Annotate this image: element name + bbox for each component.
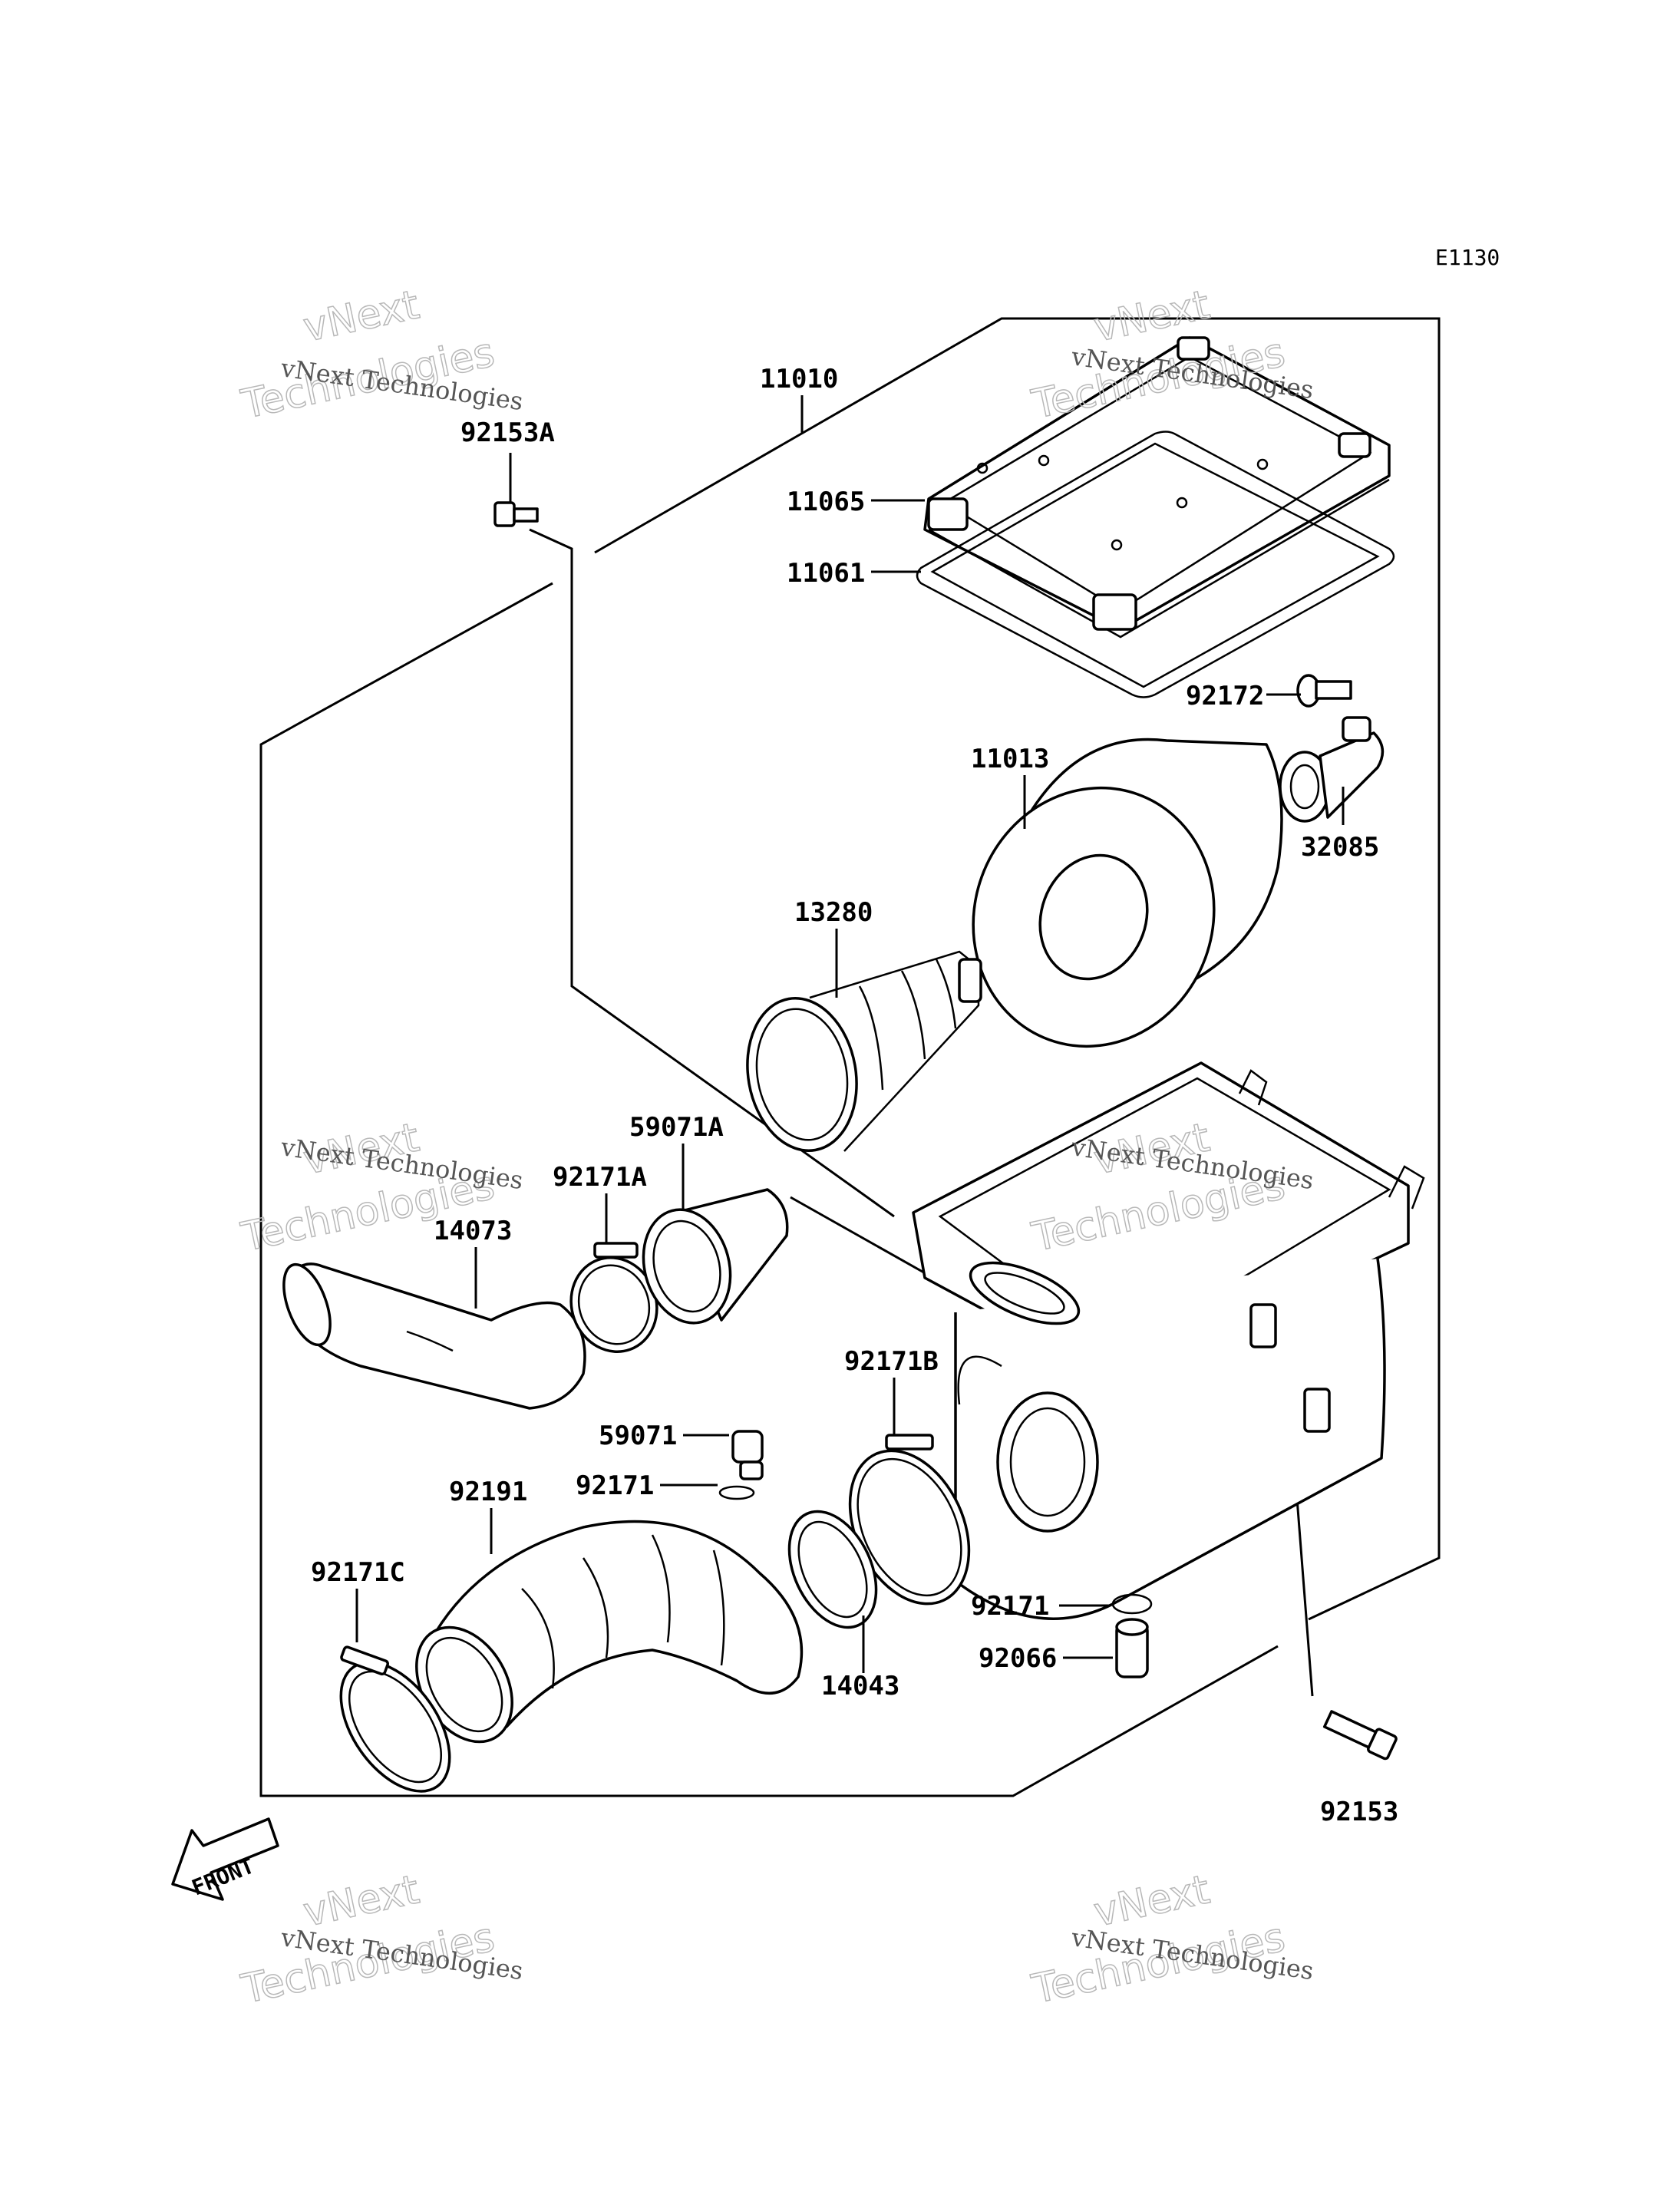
bolt-92153A xyxy=(493,501,539,527)
label-92171-lower: 92171 xyxy=(971,1591,1049,1622)
watermark-top-left: vNext Technologies vNext Technologies xyxy=(237,282,525,429)
leader-92153A xyxy=(529,528,895,1218)
filter-screen-14043 xyxy=(787,1510,878,1629)
front-arrow: FRONT xyxy=(171,1817,279,1901)
label-32085: 32085 xyxy=(1301,832,1379,863)
label-11010: 11010 xyxy=(760,364,838,394)
label-14073: 14073 xyxy=(434,1216,512,1246)
label-92066: 92066 xyxy=(979,1643,1057,1674)
airbox-body xyxy=(912,1061,1425,1620)
intake-duct-92191 xyxy=(415,1520,804,1744)
leader-59071A-box xyxy=(790,1196,941,1283)
clamp-92171C xyxy=(339,1645,451,1793)
breather-32085 xyxy=(1279,716,1385,823)
label-59071: 59071 xyxy=(599,1421,677,1451)
drain-plug-59071 xyxy=(731,1430,764,1480)
watermark-bottom-right: vNext Technologies vNext Technologies xyxy=(1028,1866,1315,2014)
clip-92171-upper xyxy=(718,1485,755,1500)
watermark-bottom-left: vNext Technologies vNext Technologies xyxy=(237,1866,525,2014)
filter-frame xyxy=(746,950,982,1152)
label-92191: 92191 xyxy=(449,1477,527,1507)
diagram-code: E1130 xyxy=(1435,245,1500,270)
clamp-92171B xyxy=(848,1434,971,1606)
label-59071A: 59071A xyxy=(629,1112,724,1143)
label-92172: 92172 xyxy=(1186,681,1264,711)
airbox-gasket-inner xyxy=(930,442,1380,688)
clip-92171-lower xyxy=(1111,1593,1153,1615)
svg-text:vNext: vNext xyxy=(299,1866,423,1936)
svg-text:vNext: vNext xyxy=(1090,1866,1213,1936)
assembly-outline-left xyxy=(259,582,1279,1797)
label-92153: 92153 xyxy=(1320,1797,1398,1827)
label-92171C: 92171C xyxy=(311,1557,405,1588)
label-92153A: 92153A xyxy=(460,417,555,448)
intake-duct-14073 xyxy=(282,1262,586,1410)
duct-joint-59071A xyxy=(642,1188,789,1325)
label-11065: 11065 xyxy=(787,487,865,517)
label-11013: 11013 xyxy=(971,744,1049,774)
airbox-cover xyxy=(923,336,1391,639)
air-filter-element xyxy=(972,738,1283,1048)
label-11061: 11061 xyxy=(787,558,865,589)
cap-92066 xyxy=(1115,1618,1149,1678)
label-92171-upper: 92171 xyxy=(576,1470,654,1501)
label-14043: 14043 xyxy=(821,1671,899,1701)
screw-92172 xyxy=(1296,674,1352,708)
airbox-gasket xyxy=(916,431,1395,698)
label-92171A: 92171A xyxy=(553,1162,647,1193)
label-92171B: 92171B xyxy=(844,1346,939,1377)
assembly-outline xyxy=(594,317,1441,1621)
bolt-92153 xyxy=(1322,1710,1398,1761)
label-13280: 13280 xyxy=(794,897,873,928)
svg-text:vNext: vNext xyxy=(299,282,423,351)
